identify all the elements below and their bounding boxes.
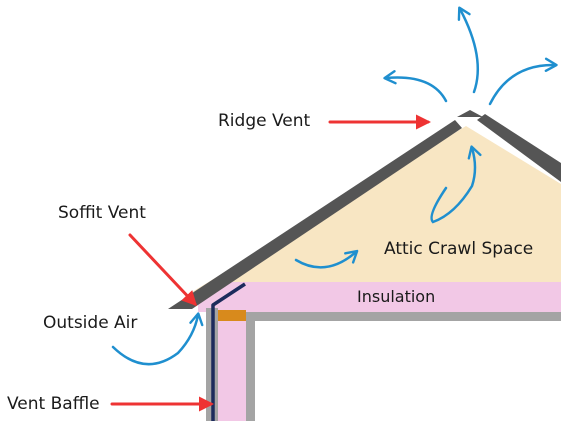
- insulation-layer: [198, 282, 561, 421]
- exhaust-arrow-up: [457, 6, 480, 94]
- ridge-vent-label: Ridge Vent: [218, 111, 311, 131]
- roof: [168, 114, 561, 309]
- soffit-vent-pointer: [128, 233, 198, 307]
- insulation-label: Insulation: [357, 287, 435, 306]
- top-plate-block: [218, 310, 246, 321]
- exhaust-arrow-right: [488, 57, 558, 106]
- vent-baffle-label: Vent Baffle: [7, 394, 100, 414]
- vent-baffle: [211, 282, 246, 421]
- ridge-vent-cap: [457, 110, 483, 117]
- attic-space: [192, 126, 561, 292]
- attic-crawl-space-label: Attic Crawl Space: [384, 239, 533, 259]
- callout-arrows: [110, 114, 431, 412]
- outside-air-label: Outside Air: [43, 313, 137, 333]
- airflow-arrows: [111, 6, 558, 366]
- convection-loop-arrow: [430, 145, 482, 224]
- wall-frame: [206, 308, 561, 421]
- exhaust-arrow-left: [383, 70, 448, 103]
- soffit-vent-label: Soffit Vent: [58, 203, 146, 223]
- outside-air-arrow: [111, 312, 204, 366]
- attic-flow-arrow: [294, 249, 359, 269]
